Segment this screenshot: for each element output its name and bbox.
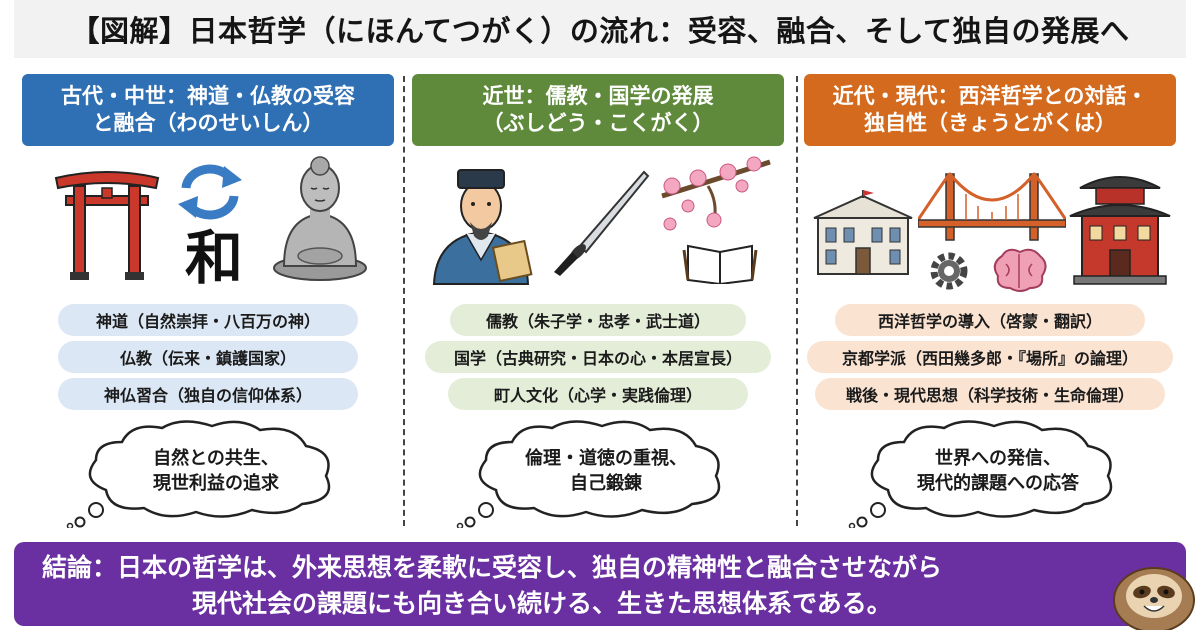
gear-icon — [930, 252, 968, 290]
torii-gate-icon — [54, 171, 160, 280]
thought-line1: 倫理・道徳の重視、 — [525, 447, 687, 469]
western-building-icon — [813, 190, 913, 275]
japanese-temple-icon — [1069, 176, 1171, 285]
era-header-line2: （ぶしどう・こくがく） — [482, 111, 714, 135]
thought-line2: 現世利益の追求 — [153, 473, 279, 494]
concept-pill: 町人文化（心学・実践倫理） — [448, 378, 748, 410]
thought-cloud-shape — [456, 420, 721, 528]
wa-kanji: 和 — [184, 224, 243, 292]
thought-bubble: 世界への発信、 現代的課題への応答 — [844, 418, 1144, 528]
buddha-statue-icon — [273, 156, 367, 281]
era-icons — [804, 150, 1176, 300]
thought-bubble: 倫理・道徳の重視、 自己鍛錬 — [452, 418, 752, 528]
era-header-line2: 独自性（きょうとがくは） — [863, 111, 1116, 135]
page-title: 【図解】日本哲学（にほんてつがく）の流れ：受容、融合、そして独自の発展へ — [70, 14, 1130, 48]
era-header: 近世：儒教・国学の発展 （ぶしどう・こくがく） — [412, 74, 784, 146]
column-divider — [796, 76, 798, 526]
thought-line1: 自然との共生、 — [153, 447, 279, 469]
katana-icon — [554, 170, 650, 276]
era-column-ancient-medieval: 古代・中世：神道・仏教の受容 と融合（わのせいしん） 和 — [22, 74, 394, 536]
era-header-line1: 古代・中世：神道・仏教の受容 — [61, 83, 355, 108]
conclusion-banner: 結論：日本の哲学は、外来思想を柔軟に受容し、独自の精神性と融合させながら 現代社… — [14, 542, 1186, 626]
column-divider — [403, 76, 405, 526]
cherry-blossom-book-icon — [661, 156, 771, 284]
thought-cloud-shape — [66, 420, 331, 528]
brain-icon — [993, 248, 1047, 292]
era-header: 近代・現代：西洋哲学との対話・ 独自性（きょうとがくは） — [804, 74, 1176, 146]
concept-pill: 国学（古典研究・日本の心・本居宣長） — [425, 341, 771, 373]
thought-bubble: 自然との共生、 現世利益の追求 — [62, 418, 362, 528]
thought-line1: 世界への発信、 — [935, 447, 1061, 469]
thought-line2: 現代的課題への応答 — [917, 473, 1079, 494]
era-header-line2: と融合（わのせいしん） — [92, 111, 324, 135]
era-icons: 和 — [22, 150, 394, 300]
thought-line2: 自己鍛錬 — [570, 473, 642, 494]
cycle-arrows-icon — [178, 164, 242, 220]
era-header: 古代・中世：神道・仏教の受容 と融合（わのせいしん） — [22, 74, 394, 146]
concept-pill: 京都学派（西田幾多郎・『場所』の論理） — [807, 341, 1173, 373]
concept-pill: 西洋哲学の導入（啓蒙・翻訳） — [835, 304, 1145, 336]
sloth-mascot-icon — [1113, 567, 1195, 630]
concept-pill: 戦後・現代思想（科学技術・生命倫理） — [815, 378, 1165, 410]
conclusion-line2: 現代社会の課題にも向き合い続ける、生きた思想体系である。 — [192, 589, 892, 618]
concept-pill: 仏教（伝来・鎮護国家） — [58, 341, 358, 373]
conclusion-line1: 結論：日本の哲学は、外来思想を柔軟に受容し、独自の精神性と融合させながら — [42, 553, 943, 582]
era-header-line1: 近代・現代：西洋哲学との対話・ — [832, 83, 1148, 108]
thought-cloud-shape — [848, 420, 1113, 528]
era-column-early-modern: 近世：儒教・国学の発展 （ぶしどう・こくがく） — [412, 74, 784, 536]
era-icons — [412, 150, 784, 300]
era-header-line1: 近世：儒教・国学の発展 — [482, 83, 714, 108]
confucian-scholar-icon — [432, 169, 533, 285]
bridge-icon — [918, 172, 1066, 241]
era-column-modern-contemporary: 近代・現代：西洋哲学との対話・ 独自性（きょうとがくは） — [804, 74, 1176, 536]
title-bar: 【図解】日本哲学（にほんてつがく）の流れ：受容、融合、そして独自の発展へ — [14, 0, 1186, 58]
concept-pill: 神仏習合（独自の信仰体系） — [58, 378, 358, 410]
concept-pill: 儒教（朱子学・忠孝・武士道） — [450, 304, 746, 336]
concept-pill: 神道（自然崇拝・八百万の神） — [58, 304, 358, 336]
